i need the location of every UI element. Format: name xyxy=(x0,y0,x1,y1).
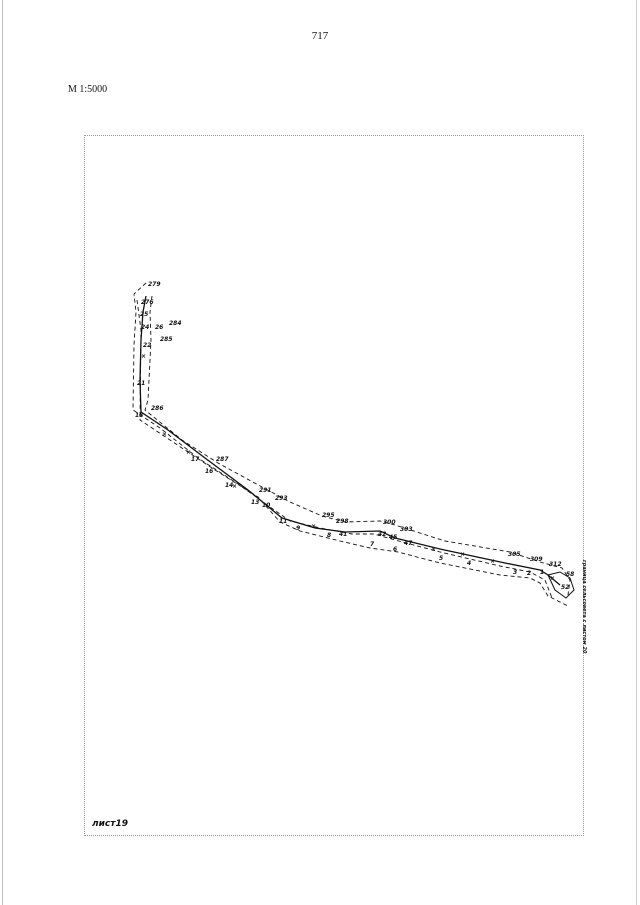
map-scale: М 1:5000 xyxy=(68,84,108,95)
marker: × xyxy=(490,558,495,565)
point-label: 41 xyxy=(339,531,347,538)
point-label: 42 xyxy=(378,531,386,538)
point-label: 17 xyxy=(191,456,200,463)
point-label: 298 xyxy=(336,518,349,525)
point-label: 1 xyxy=(540,569,544,576)
page-number: 717 xyxy=(311,30,329,42)
marker: × xyxy=(550,575,555,582)
marker: × xyxy=(460,551,465,558)
inner-boundary-line xyxy=(139,295,561,586)
point-label: 286 xyxy=(151,405,164,412)
marker: × xyxy=(162,431,167,438)
point-label: 305 xyxy=(508,551,521,558)
page-edge-left xyxy=(2,0,3,905)
marker: × xyxy=(186,449,191,456)
point-label: 18 xyxy=(135,412,143,419)
point-label: 7 xyxy=(370,541,375,548)
point-label: 312 xyxy=(549,561,562,568)
point-label: 285 xyxy=(160,336,173,343)
point-label: 22 xyxy=(143,342,151,349)
end-loop xyxy=(547,571,575,599)
point-label: 25 xyxy=(140,311,148,318)
map-frame xyxy=(84,135,584,836)
sheet-border-note: граница сельсовета с листом 20 xyxy=(581,560,587,654)
marker: × xyxy=(141,353,146,360)
point-label: 309 xyxy=(530,556,543,563)
outer-boundary-upper xyxy=(132,282,553,599)
point-label: 8 xyxy=(327,532,331,539)
point-label: 303 xyxy=(400,526,413,533)
point-label: 10 xyxy=(262,502,270,509)
outer-boundary-lower xyxy=(144,295,571,596)
point-label: 13 xyxy=(251,499,259,506)
marker: × xyxy=(431,546,436,553)
point-label: 26 xyxy=(155,324,163,331)
sheet-label: лист19 xyxy=(92,819,128,829)
page-edge-right xyxy=(636,0,637,905)
point-label: 291 xyxy=(259,487,272,494)
point-label: 58 xyxy=(566,571,574,578)
point-label: 279 xyxy=(148,281,161,288)
point-label: 21 xyxy=(137,380,145,387)
marker: × xyxy=(311,523,316,530)
point-label: 11 xyxy=(279,518,287,525)
marker: × xyxy=(232,483,237,490)
left-boundary-dashed xyxy=(136,299,569,607)
fence-markers: × × × × × × × × × xyxy=(141,353,555,582)
point-label: 6 xyxy=(393,546,397,553)
point-label: 16 xyxy=(205,468,213,475)
point-label: 52 xyxy=(561,584,569,591)
point-label: 3 xyxy=(513,569,517,576)
point-label: 2 xyxy=(527,570,531,577)
point-label: 300 xyxy=(383,519,396,526)
point-label: 295 xyxy=(322,512,335,519)
point-label: 287 xyxy=(216,456,229,463)
point-label: 14 xyxy=(225,482,233,489)
point-label: 284 xyxy=(169,320,182,327)
point-label: 4 xyxy=(467,560,471,567)
point-label: 47 xyxy=(404,540,413,547)
point-label: 276 xyxy=(141,299,154,306)
point-label: 24 xyxy=(141,324,149,331)
point-labels: 279 276 25 24 26 284 285 22 21 18 286 17… xyxy=(135,281,574,591)
point-label: 293 xyxy=(275,495,288,502)
point-label: 5 xyxy=(439,555,443,562)
point-label: 9 xyxy=(296,525,300,532)
point-label: 45 xyxy=(389,534,397,541)
corridor-lines xyxy=(132,282,575,607)
